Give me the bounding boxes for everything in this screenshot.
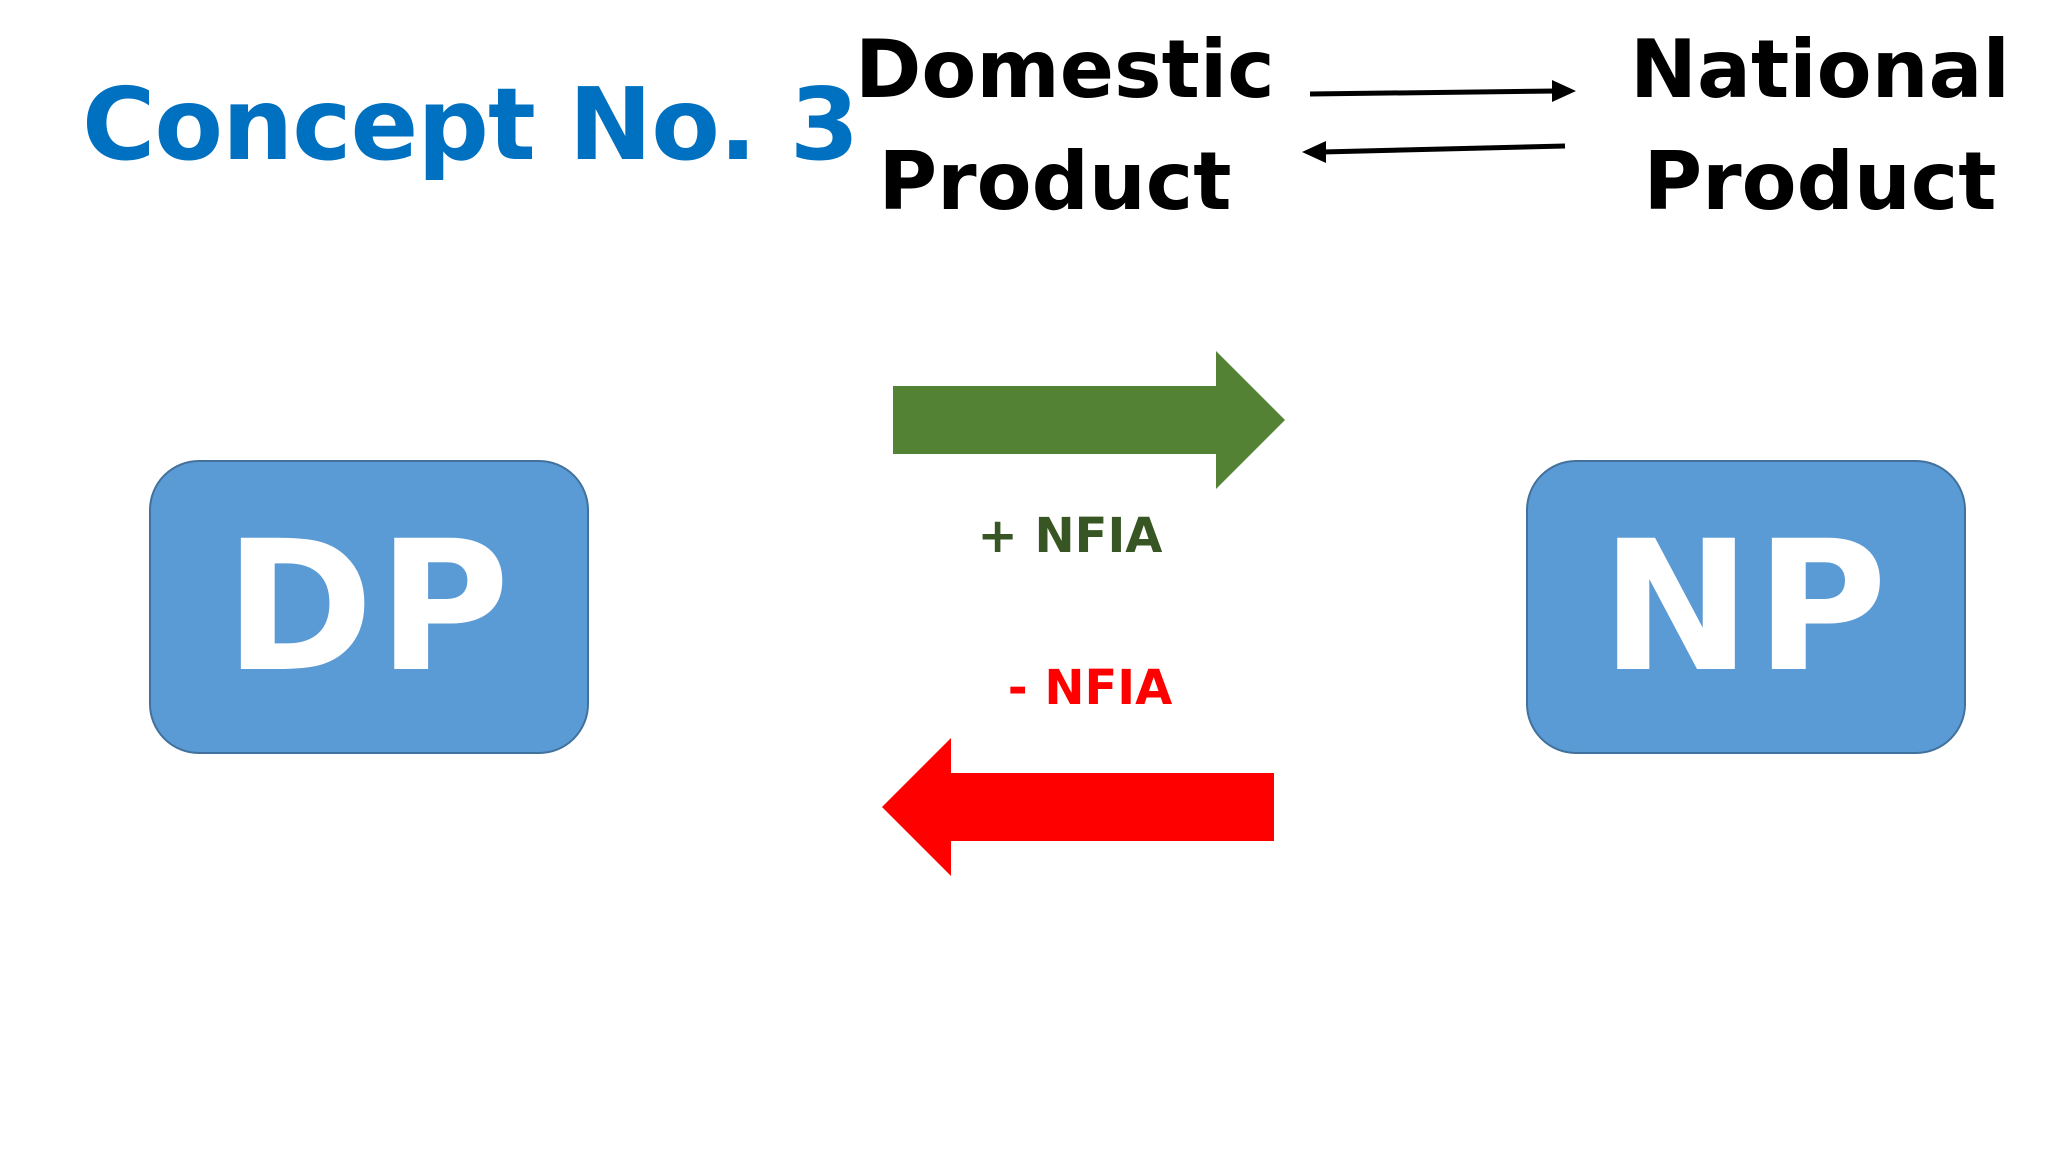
plus-nfia-label: + NFIA [977,508,1163,564]
dp-box-label: DP [224,502,514,712]
minus-nfia-label: - NFIA [1007,660,1173,716]
top-left-thin-arrow [1302,141,1566,163]
dp-box: DP [149,460,589,754]
national-product-line-2: Product [1643,135,1997,228]
domestic-product-line-2: Product [878,135,1232,228]
np-box-label: NP [1600,502,1892,712]
national-product-label: National Product [1620,14,2020,238]
national-product-line-1: National [1630,23,2010,116]
top-right-thin-arrow [1309,80,1576,102]
domestic-product-line-1: Domestic [855,23,1275,116]
green-right-arrow [893,351,1285,489]
red-left-arrow [882,738,1274,876]
domestic-product-label: Domestic Product [855,14,1275,238]
slide-title: Concept No. 3 [82,66,859,183]
np-box: NP [1526,460,1966,754]
